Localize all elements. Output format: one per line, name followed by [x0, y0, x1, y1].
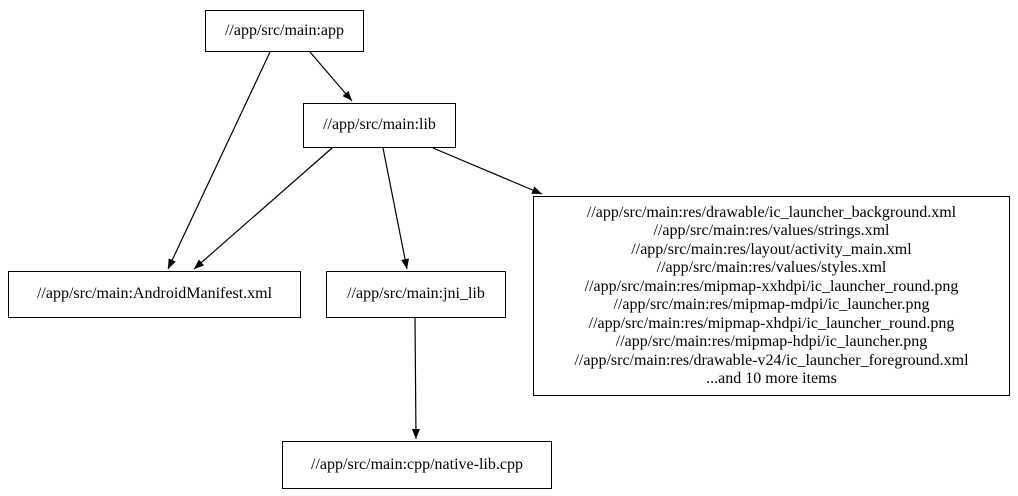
- res-files-more-items: ...and 10 more items: [706, 370, 837, 387]
- node-native-lib-cpp: //app/src/main:cpp/native-lib.cpp: [282, 441, 552, 489]
- edge-lib-to-manifest: [193, 147, 333, 270]
- edge-app-to-manifest: [167, 51, 271, 270]
- node-lib-target: //app/src/main:lib: [303, 103, 456, 148]
- res-file-item: //app/src/main:res/layout/activity_main.…: [631, 240, 912, 258]
- res-file-item: //app/src/main:res/drawable/ic_launcher_…: [586, 203, 957, 221]
- edge-jni-lib-to-native: [411, 317, 420, 440]
- node-app-target: //app/src/main:app: [205, 10, 364, 52]
- node-res-files-group: //app/src/main:res/drawable/ic_launcher_…: [533, 196, 1010, 396]
- res-file-item: //app/src/main:res/mipmap-xhdpi/ic_launc…: [588, 314, 955, 332]
- res-file-item: //app/src/main:res/mipmap-mdpi/ic_launch…: [613, 296, 930, 313]
- res-file-item: //app/src/main:res/mipmap-hdpi/ic_launch…: [615, 333, 928, 350]
- edge-lib-to-jni-lib: [382, 147, 409, 270]
- res-file-item: //app/src/main:res/values/styles.xml: [656, 259, 887, 276]
- node-lib-label: //app/src/main:lib: [323, 116, 436, 134]
- res-file-item: //app/src/main:res/drawable-v24/ic_launc…: [574, 351, 969, 369]
- node-android-manifest-label: //app/src/main:AndroidManifest.xml: [36, 285, 273, 303]
- node-native-lib-cpp-label: //app/src/main:cpp/native-lib.cpp: [311, 455, 523, 473]
- node-android-manifest: //app/src/main:AndroidManifest.xml: [8, 271, 301, 318]
- edge-app-to-lib: [309, 51, 353, 102]
- node-app-label: //app/src/main:app: [224, 21, 345, 39]
- edge-lib-to-res-files: [432, 147, 543, 195]
- res-file-item: //app/src/main:res/values/strings.xml: [653, 222, 890, 239]
- node-jni-lib-label: //app/src/main:jni_lib: [347, 285, 485, 303]
- res-file-item: //app/src/main:res/mipmap-xxhdpi/ic_laun…: [584, 277, 959, 295]
- node-jni-lib-target: //app/src/main:jni_lib: [326, 271, 506, 318]
